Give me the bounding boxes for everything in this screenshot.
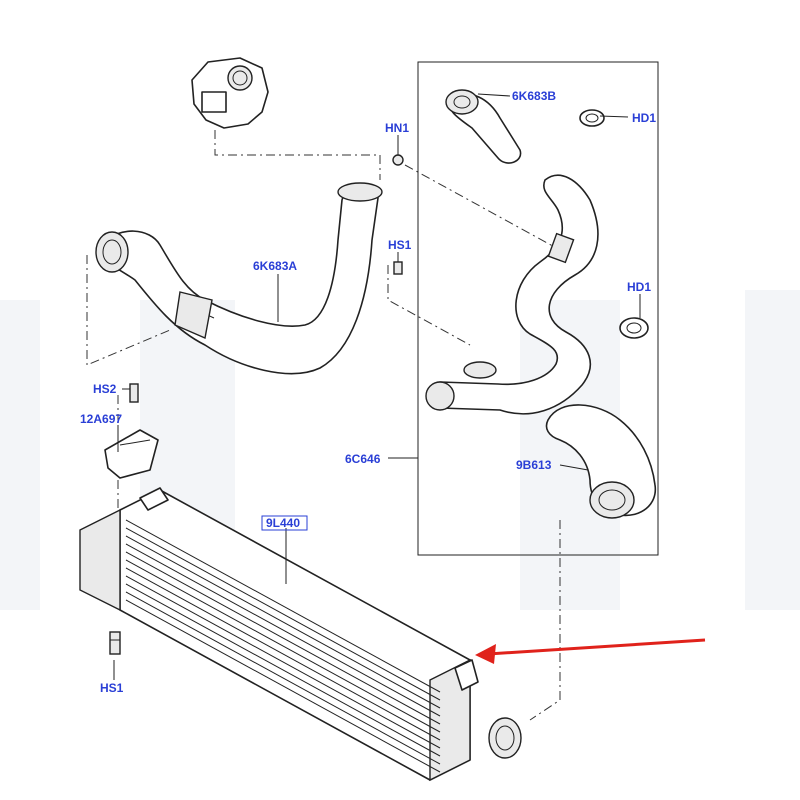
callout-labels: 6K683B HD1 HN1 HS1 6K683A HD1 HS2 12A697… [80, 89, 656, 695]
pipe-6c646 [425, 174, 599, 415]
callout-hd1-top: HD1 [632, 111, 656, 125]
bolt-hs2 [129, 383, 139, 403]
leader-lines [113, 93, 641, 680]
callout-6c646: 6C646 [345, 452, 381, 466]
hose-6k683b [445, 89, 522, 164]
callout-hs1-bottom: HS1 [100, 681, 124, 695]
clamp-hd1-top [579, 109, 605, 127]
callout-6k683a: 6K683A [253, 259, 297, 273]
callout-hn1: HN1 [385, 121, 409, 135]
indicator-arrow [475, 638, 706, 664]
bolt-hn1 [392, 154, 404, 166]
bolt-hs1-bottom [109, 631, 121, 655]
intercooler-9l440 [79, 487, 522, 782]
callout-9l440-box [261, 515, 308, 531]
callout-12a697: 12A697 [80, 412, 122, 426]
pipe-kit-boundary [417, 61, 659, 556]
hose-9b613 [545, 404, 656, 519]
callout-6k683b: 6K683B [512, 89, 556, 103]
bracket-12a697 [104, 429, 159, 479]
hose-6k683a [95, 182, 383, 375]
clamp-hd1-mid [619, 317, 649, 339]
bolt-hs1-mid [393, 261, 403, 275]
callout-hd1-mid: HD1 [627, 280, 651, 294]
callout-hs2: HS2 [93, 382, 117, 396]
throttle-body [191, 57, 269, 129]
callout-hs1-mid: HS1 [388, 238, 412, 252]
callout-9b613: 9B613 [516, 458, 552, 472]
callout-9l440: 9L440 [266, 516, 300, 530]
